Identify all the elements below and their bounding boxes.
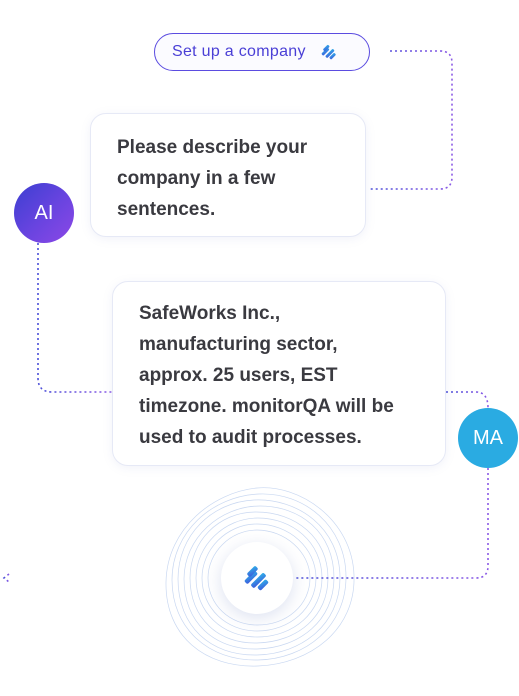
- ripple-rings: [165, 487, 355, 667]
- ai-message-line: Please describe your: [117, 137, 308, 158]
- connector-lines: [2, 50, 489, 583]
- ai-message-card: Please describe your company in a few se…: [90, 113, 366, 237]
- hub-node: [221, 542, 293, 614]
- setup-company-button[interactable]: Set up a company: [154, 33, 370, 71]
- user-message-line: timezone. monitorQA will be: [139, 396, 394, 417]
- stripes-logo-icon: [321, 44, 336, 60]
- pill-label: Set up a company: [172, 43, 306, 60]
- user-message-card: SafeWorks Inc., manufacturing sector, ap…: [112, 281, 446, 466]
- user-avatar-initials: MA: [473, 426, 503, 449]
- user-message-line: approx. 25 users, EST: [139, 365, 338, 386]
- user-avatar: MA: [458, 408, 518, 468]
- user-message-line: used to audit processes.: [139, 427, 362, 448]
- user-message-line: manufacturing sector,: [139, 334, 338, 355]
- ai-message-line: company in a few: [117, 168, 276, 189]
- ai-avatar: AI: [14, 183, 74, 243]
- user-message-line: SafeWorks Inc.,: [139, 303, 281, 324]
- ai-avatar-initials: AI: [34, 201, 54, 224]
- stripes-logo-icon: [244, 566, 269, 591]
- ai-message-line: sentences.: [117, 199, 216, 220]
